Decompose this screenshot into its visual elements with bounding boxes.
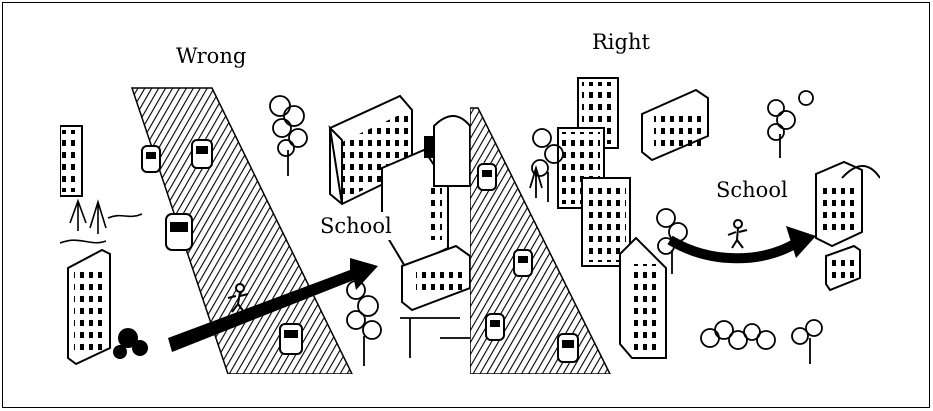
car [485,313,505,341]
right-route-panel [470,18,880,374]
building [641,88,709,162]
tree [60,198,143,244]
wrong-route-panel [60,18,470,374]
right-caption: Right [592,30,650,54]
tree [767,90,814,158]
school-building [328,94,470,270]
child-figure [727,219,748,249]
building [581,177,631,267]
bush [700,319,823,364]
car [513,249,533,277]
car [141,145,161,173]
car [279,323,303,355]
car [477,163,497,191]
building [619,236,667,359]
road [470,107,611,374]
building [67,248,111,366]
bush [113,328,148,359]
school-building [815,160,880,248]
building [401,244,470,312]
car [191,139,213,169]
tree [346,280,470,366]
building [60,125,83,197]
school-label-right: School [712,176,792,204]
wrong-caption: Wrong [176,44,247,68]
child-figure [227,283,249,313]
school-label-left: School [316,212,396,240]
wrong-route-arrow [168,258,378,352]
tree [269,95,308,176]
wrong-route-illustration [60,87,470,374]
right-route-arrow [667,226,816,264]
right-route-illustration [470,77,880,374]
building [825,244,861,292]
car [165,213,193,251]
car [557,333,579,363]
